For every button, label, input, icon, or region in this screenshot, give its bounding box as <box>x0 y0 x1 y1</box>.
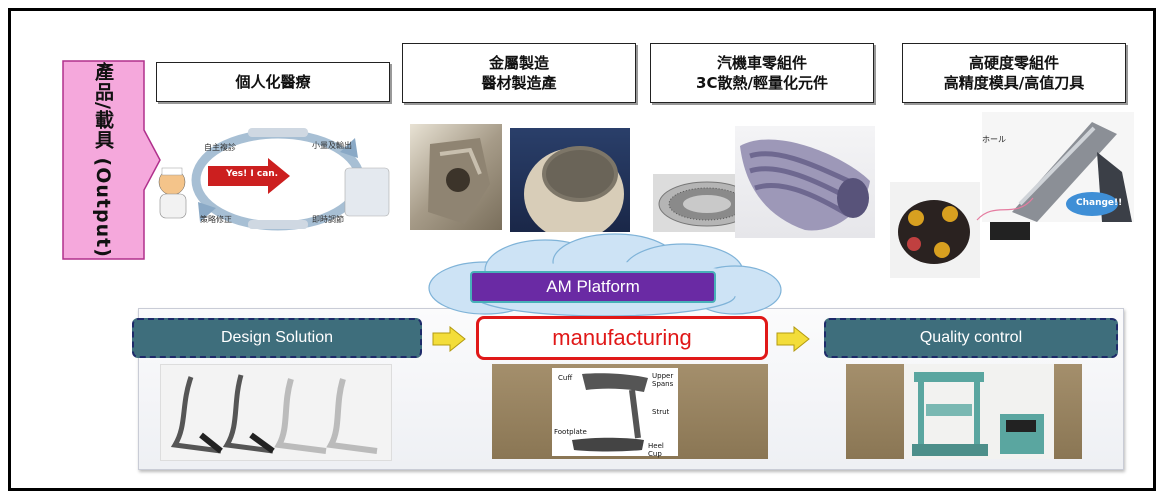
testing-machine-graphic <box>912 372 1044 456</box>
lattice-graphic <box>740 139 870 231</box>
tool-connector-line <box>976 197 1034 221</box>
personalized-medicine-diagram: Yes! I can. 自主複診 小量及輸出 即時調節 策略修正 <box>150 110 400 250</box>
category-personalized-medicine: 個人化醫療 <box>156 62 390 102</box>
category-high-hardness-components: 高硬度零組件 高精度模具/高值刀具 <box>902 43 1126 103</box>
category-automotive-components: 汽機車零組件 3C散熱/輕量化元件 <box>650 43 874 103</box>
category-line: 醫材製造產 <box>481 74 557 92</box>
afo-label: Strut <box>652 408 670 416</box>
am-platform-label: AM Platform <box>470 271 716 303</box>
afo-graphic <box>572 373 648 452</box>
testing-machine-image <box>904 364 1054 459</box>
output-label: 產品/載具 (Output) <box>92 62 114 258</box>
category-line: 高精度模具/高值刀具 <box>943 74 1085 92</box>
change-label: Change!! <box>1076 198 1123 208</box>
category-line: 汽機車零組件 <box>716 54 807 72</box>
afo-label: Upper Spans <box>652 372 674 388</box>
output-arrow-shape <box>62 60 161 260</box>
tool-label: ホール <box>982 135 1006 144</box>
arrow-right-icon <box>776 326 810 352</box>
afo-label: Cuff <box>558 374 573 382</box>
step-label: 自主複診 <box>204 143 236 152</box>
category-line: 高硬度零組件 <box>968 54 1059 72</box>
milling-head-photo <box>890 182 980 278</box>
cutting-tool-graphic <box>1012 122 1132 222</box>
heatsink-graphic <box>658 181 756 227</box>
skull-graphic <box>524 146 624 232</box>
step-label: 小量及輸出 <box>312 141 352 150</box>
skull-implant-photo <box>510 128 630 232</box>
cutting-tool-photo: ホール Change!! <box>982 112 1134 222</box>
quality-control-stage: Quality control <box>824 318 1118 358</box>
design-solution-image <box>160 364 392 461</box>
step-label: 即時調節 <box>312 215 344 224</box>
orthosis-designs-graphic <box>170 374 378 454</box>
category-line: 個人化醫療 <box>235 73 311 91</box>
lattice-component-photo <box>735 126 875 238</box>
milling-head-graphic <box>898 200 970 264</box>
afo-diagram: Cuff Upper Spans Strut Footplate Heel Cu… <box>552 368 678 458</box>
manufacturing-stage: manufacturing <box>476 316 768 360</box>
afo-label: Heel Cup <box>648 442 664 458</box>
yes-i-can-text: Yes! I can. <box>226 169 279 179</box>
arrow-right-icon <box>432 326 466 352</box>
medical-cycle-graphic <box>158 128 390 231</box>
metal-part-graphic <box>428 138 490 224</box>
design-solution-stage: Design Solution <box>132 318 422 358</box>
step-label: 策略修正 <box>200 215 232 224</box>
tool-detail-photo <box>990 222 1030 240</box>
category-metal-manufacturing: 金屬製造 醫材製造產 <box>402 43 636 103</box>
category-line: 3C散熱/輕量化元件 <box>696 74 828 92</box>
afo-label: Footplate <box>554 428 587 436</box>
metal-part-photo <box>410 124 502 230</box>
category-line: 金屬製造 <box>488 54 549 72</box>
